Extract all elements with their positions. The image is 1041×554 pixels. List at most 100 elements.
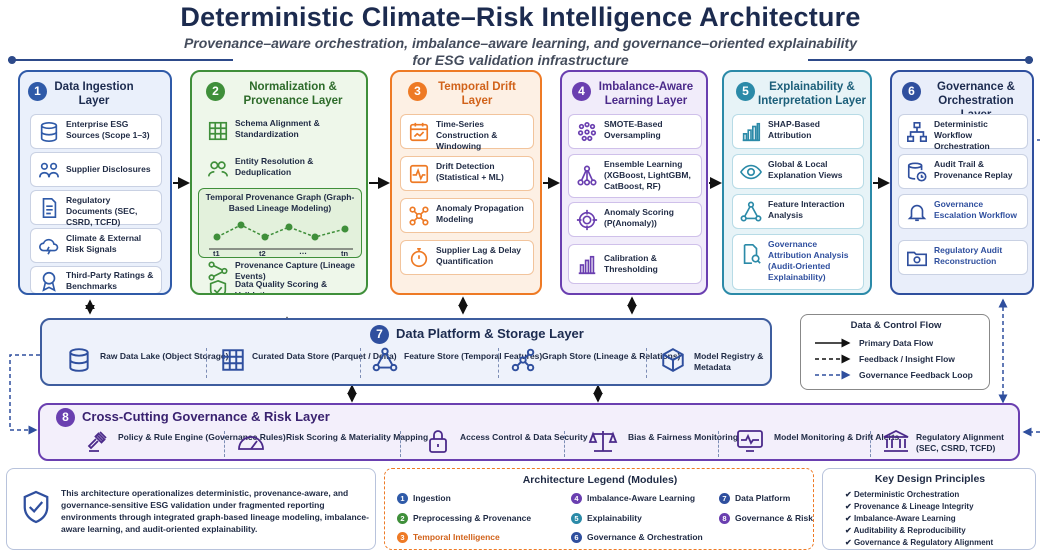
graph-title: Temporal Provenance Graph (Graph-Based L… [205,192,355,213]
card-anomaly-scoring: Anomaly Scoring (P(Anomaly)) [568,202,702,237]
card-enterprise-esg: Enterprise ESG Sources (Scope 1–3) [30,114,162,149]
card-label: Climate & External Risk Signals [66,233,142,254]
table-icon [220,347,246,373]
tree-icon [576,165,598,187]
gauge-icon [236,429,266,458]
principle-1: ✔ Deterministic Orchestration [845,490,960,499]
cluster-icon [576,121,598,143]
graph-tick-tn: tn [341,249,349,258]
card-audit-reconstruction: Regulatory Audit Reconstruction [898,240,1028,275]
divider [360,348,361,378]
platform-curated-store: Curated Data Store (Parquet / Delta) [252,351,397,361]
platform-graph-store: Graph Store (Lineage & Relations) [542,351,681,361]
layer-title: Normalization & Provenance Layer [243,81,343,107]
card-label: Governance Attribution Analysis (Audit-O… [768,239,849,282]
card-label: Enterprise ESG Sources (Scope 1–3) [66,119,150,140]
card-label: Anomaly Scoring (P(Anomaly)) [604,207,674,228]
card-label: Provenance Capture (Lineage Events) [235,260,355,281]
card-provenance-capture: Provenance Capture (Lineage Events) [200,259,360,283]
card-shap: SHAP-Based Attribution [732,114,864,149]
card-label: Deterministic Workflow Orchestration [934,119,990,151]
layer-number: 2 [206,82,225,101]
layer-number: 3 [408,82,427,101]
card-label: SHAP-Based Attribution [768,119,820,140]
platform-feature-store: Feature Store (Temporal Features) [404,351,543,361]
layer-6-governance-orchestration: 6 Governance & Orchestration Layer Deter… [890,70,1034,295]
card-supplier-lag: Supplier Lag & Delay Quantification [400,240,534,275]
eye-icon [739,161,763,183]
layer-title: Cross-Cutting Governance & Risk Layer [82,409,330,424]
bar-chart-icon [576,254,598,276]
layer-title: Governance & Orchestration Layer [937,81,1015,121]
calendar-chart-icon [408,121,430,143]
card-label: Feature Interaction Analysis [768,199,845,220]
layer-8-governance-risk: 8 Cross-Cutting Governance & Risk Layer … [38,403,1020,461]
design-principles: Key Design Principles ✔ Deterministic Or… [822,468,1036,550]
layer-3-temporal-drift: 3 Temporal Drift Layer Time-Series Const… [390,70,542,295]
people-icon [38,159,60,181]
layer-number: 4 [572,82,591,101]
card-anomaly-propagation: Anomaly Propagation Modeling [400,198,534,233]
flow-legend-title: Data & Control Flow [850,320,942,331]
card-label: Calibration & Thresholding [604,253,658,274]
card-label: Time-Series Construction & Windowing [436,119,498,151]
graph-tick-ellipsis: … [299,247,307,256]
principle-4: ✔ Auditability & Reproducibility [845,526,966,535]
network-icon [408,205,430,227]
pulse-icon [408,163,430,185]
layer-number: 8 [56,408,75,427]
header-rule-left [8,56,233,64]
lock-icon [426,428,450,459]
flow-legend-lines [815,338,851,380]
nodes-icon [207,260,229,282]
shield-check-icon [207,279,229,293]
scales-icon [588,429,618,458]
divider [718,431,719,457]
card-third-party-ratings: Third-Party Ratings & Benchmarks [30,266,162,293]
card-label: Drift Detection (Statistical + ML) [436,161,504,182]
card-label: Schema Alignment & Standardization [235,118,320,139]
divider [224,431,225,457]
document-search-icon [740,243,762,265]
database-clock-icon [906,161,928,183]
document-icon [38,197,60,219]
header-rule-right [808,56,1033,64]
card-calibration: Calibration & Thresholding [568,244,702,284]
layer-title: Imbalance-Aware Learning Layer [598,81,694,107]
card-label: Data Quality Scoring & Validation [235,279,328,295]
gov-policy-engine: Policy & Rule Engine (Governance Rules) [118,432,286,442]
card-climate-signals: Climate & External Risk Signals [30,228,162,263]
gov-bias-fairness: Bias & Fairness Monitoring [628,432,739,442]
flow-governance-loop: Governance Feedback Loop [859,370,973,380]
table-icon [207,120,229,142]
graph-tick-t2: t2 [259,249,266,258]
layer-1-ingestion: 1 Data Ingestion Layer Enterprise ESG So… [18,70,172,295]
card-escalation-workflow: Governance Escalation Workflow [898,194,1028,229]
shield-check-icon [21,489,51,530]
database-icon [66,347,92,373]
cube-icon [660,347,686,373]
divider [400,431,401,457]
card-data-quality: Data Quality Scoring & Validation [200,279,360,295]
layer-title: Temporal Drift Layer [438,81,516,107]
card-regulatory-documents: Regulatory Documents (SEC, CSRD, TCFD) [30,190,162,227]
card-ensemble-learning: Ensemble Learning (XGBoost, LightGBM, Ca… [568,154,702,198]
lineage-graph-icon [209,221,353,250]
summary-box: This architecture operationalizes determ… [6,468,376,550]
layer-4-imbalance-learning: 4 Imbalance-Aware Learning Layer SMOTE-B… [560,70,708,295]
principle-5: ✔ Governance & Regulatory Alignment [845,538,994,547]
triangle-nodes-icon [372,347,398,373]
card-label: Regulatory Documents (SEC, CSRD, TCFD) [66,195,138,227]
card-label: Entity Resolution & Deduplication [235,156,314,177]
divider [498,348,499,378]
layer-2-normalization: 2 Normalization & Provenance Layer Schem… [190,70,368,295]
monitor-pulse-icon [736,429,764,458]
diagram-title: Deterministic Climate–Risk Intelligence … [180,2,861,32]
principle-2: ✔ Provenance & Lineage Integrity [845,502,974,511]
platform-model-registry: Model Registry & Metadata [694,351,764,372]
layer-title: Data Platform & Storage Layer [396,326,584,341]
